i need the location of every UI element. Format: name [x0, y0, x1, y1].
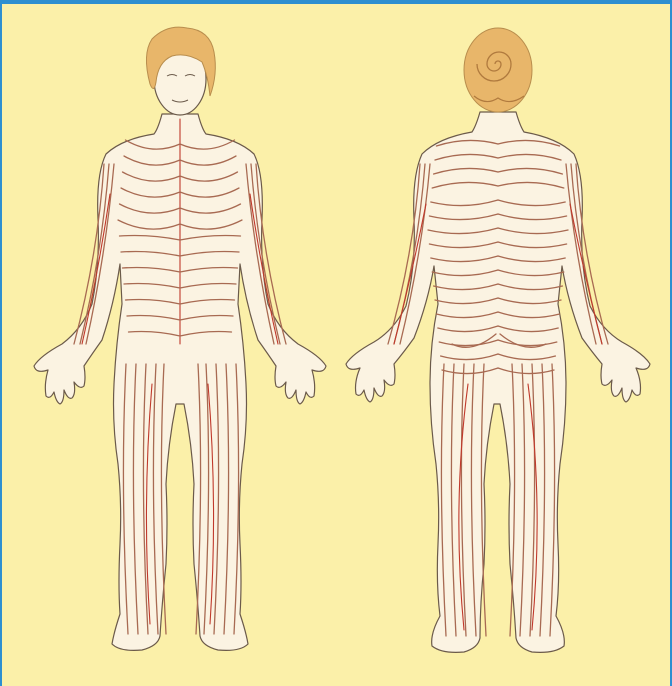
background: [2, 4, 670, 686]
body-lines-diagram: [2, 4, 670, 686]
